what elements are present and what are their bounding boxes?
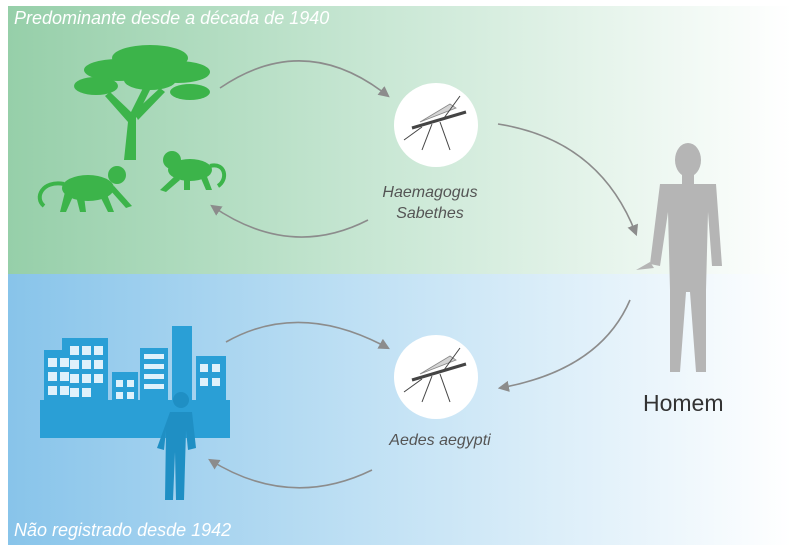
monkey-icon [37, 166, 132, 212]
bottom-band-caption: Não registrado desde 1942 [14, 520, 232, 540]
human-silhouette-icon [636, 143, 722, 372]
tree-icon [74, 45, 210, 160]
host-label: Homem [643, 390, 724, 416]
arrow-icon [208, 458, 373, 489]
top-band-caption: Predominante desde a década de 1940 [14, 8, 330, 28]
monkey-icon [160, 151, 227, 192]
arrow-icon [210, 204, 369, 238]
vector-name-sabethes: Sabethes [396, 205, 464, 222]
arrow-icon [497, 299, 631, 392]
sylvatic-vector-labels: Haemagogus Sabethes [370, 182, 490, 224]
arrow-icon [219, 60, 390, 98]
human-silhouette-icon [157, 392, 196, 500]
mosquito-icon [394, 83, 478, 167]
arrow-icon [225, 321, 390, 350]
vector-name-haemagogus: Haemagogus [382, 184, 478, 201]
mosquito-icon [394, 335, 478, 419]
urban-vector-label: Aedes aegypti [389, 432, 491, 449]
building-windows [48, 346, 220, 399]
arrow-icon [497, 123, 639, 237]
